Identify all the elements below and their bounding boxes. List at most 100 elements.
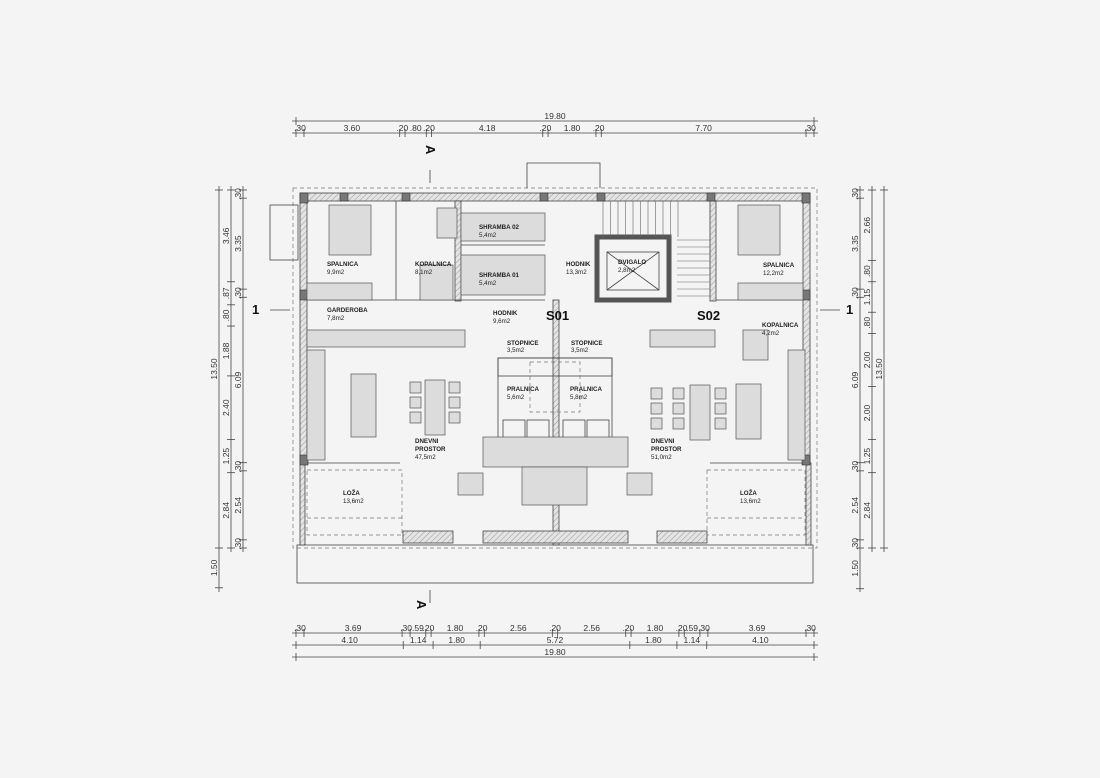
dimension-label: 2.56 [510, 623, 527, 633]
room-area: 51,0m2 [651, 454, 672, 461]
dimension-label: .59 [686, 623, 698, 633]
dimension-label: 7.70 [695, 123, 712, 133]
furniture [306, 204, 806, 506]
dimension-label: 1.80 [645, 635, 662, 645]
dimension-label: 4.10 [752, 635, 769, 645]
room-name: HODNIK [566, 261, 591, 268]
dimension-label: 1.50 [850, 560, 860, 577]
room-name: GARDEROBA [327, 307, 368, 314]
dimension-label: .30 [294, 623, 306, 633]
room-area: 5,8m2 [570, 394, 588, 401]
dimension-label: 4.10 [341, 635, 358, 645]
room-name: SHRAMBA 02 [479, 224, 520, 231]
dimension-label: .30 [850, 287, 860, 299]
dimension-label: 1.80 [647, 623, 664, 633]
dimension-label: 1.80 [447, 623, 464, 633]
dimension-label: 2.66 [862, 217, 872, 234]
dimension-label: 2.84 [862, 502, 872, 519]
dimension-label: 19.80 [544, 111, 566, 121]
room-area: 4,2m2 [762, 330, 780, 337]
dimension-label: .59 [412, 623, 424, 633]
dimension-label: .30 [233, 287, 243, 299]
dimension-label: 2.54 [850, 497, 860, 514]
dimension-label: .20 [676, 623, 688, 633]
unit-label-s01: S01 [546, 308, 569, 323]
room-area: 12,2m2 [763, 270, 784, 277]
dimension-label: 2.00 [862, 404, 872, 421]
dimension-label: 1.50 [209, 559, 219, 576]
window-box-left [269, 204, 299, 261]
room-area: 13,3m2 [566, 269, 587, 276]
dimension-label: .80 [862, 317, 872, 329]
dimension-label: 3.69 [345, 623, 362, 633]
chair [409, 411, 422, 424]
chair [409, 396, 422, 409]
dimension-label: 2.56 [583, 623, 600, 633]
dimension-label: .30 [850, 188, 860, 200]
dimension-label: 13.50 [874, 358, 884, 380]
room-name: STOPNICE [507, 340, 539, 347]
dimension-label: .30 [698, 623, 710, 633]
dimension-label: 13.50 [209, 358, 219, 380]
chair [650, 402, 663, 415]
dimension-label: .30 [233, 538, 243, 550]
dimension-label: .20 [396, 123, 408, 133]
chair [672, 387, 685, 400]
room-name: KOPALNICA [415, 261, 452, 268]
room-name: PRALNICA [507, 386, 539, 393]
dimension-label: 3.69 [749, 623, 766, 633]
room-area: 5,6m2 [507, 394, 525, 401]
dimension-label: 1.14 [410, 635, 427, 645]
dimension-label: 2.00 [862, 351, 872, 368]
room-name: DNEVNI [651, 438, 675, 445]
room-name: KOPALNICA [762, 322, 799, 329]
room-name: PRALNICA [570, 386, 602, 393]
room-name: PROSTOR [415, 446, 446, 453]
dimension-label: .30 [233, 461, 243, 473]
room-name: SPALNICA [327, 261, 359, 268]
room-area: 13,6m2 [343, 498, 364, 505]
dimension-label: 6.09 [850, 371, 860, 388]
dining-chairs [409, 381, 727, 430]
section-mark-1-left: 1 [252, 302, 259, 317]
dimension-label: 5.72 [547, 635, 564, 645]
room-name: SPALNICA [763, 262, 795, 269]
unit-label-s02: S02 [697, 308, 720, 323]
room-name: LOŽA [740, 489, 757, 497]
stair-core [594, 201, 710, 303]
room-area: 13,6m2 [740, 498, 761, 505]
dimension-label: 1.25 [221, 448, 231, 465]
dimension-label: .30 [850, 461, 860, 473]
room-name: SHRAMBA 01 [479, 272, 520, 279]
chair [672, 417, 685, 430]
dimension-label: .87 [221, 287, 231, 299]
chair [448, 381, 461, 394]
room-area: 9,9m2 [327, 269, 345, 276]
room-labels: SPALNICA 9,9m2 KOPALNICA 8,1m2 SHRAMBA 0… [327, 224, 799, 505]
dimension-label: 2.40 [221, 399, 231, 416]
chair [448, 411, 461, 424]
dimension-label: 3.60 [344, 123, 361, 133]
walls [299, 192, 812, 546]
chair [650, 417, 663, 430]
dimension-label: 6.09 [233, 371, 243, 388]
dimension-label: .30 [233, 188, 243, 200]
entrance-canopy [526, 162, 601, 188]
room-area: 3,5m2 [571, 347, 589, 354]
dimension-label: .80 [221, 309, 231, 321]
room-name: LOŽA [343, 489, 360, 497]
dimension-label: .30 [850, 538, 860, 550]
dimension-label: .30 [804, 623, 816, 633]
room-area: 2,8m2 [618, 267, 636, 274]
room-area: 9,6m2 [493, 318, 511, 325]
dimension-label: .80 [862, 265, 872, 277]
dimension-label: 3.46 [221, 227, 231, 244]
chair [714, 402, 727, 415]
dimension-label: .20 [476, 623, 488, 633]
dimension-label: 4.18 [479, 123, 496, 133]
chair [714, 387, 727, 400]
dimension-label: 1.14 [684, 635, 701, 645]
dimension-label: .30 [400, 623, 412, 633]
